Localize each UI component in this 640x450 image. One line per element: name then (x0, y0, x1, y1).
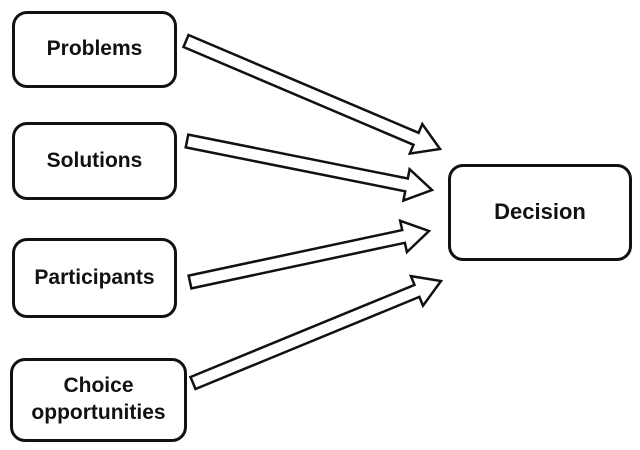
node-solutions: Solutions (12, 122, 177, 200)
node-participants-label: Participants (34, 265, 155, 289)
arrow-problems-to-decision (181, 33, 443, 156)
node-choice-opportunities-label: Choice opportunities (31, 374, 166, 424)
node-solutions-label: Solutions (46, 148, 143, 172)
arrow-choice-opportunities-to-decision (188, 274, 444, 391)
arrow-participants-to-decision (187, 218, 432, 290)
node-participants: Participants (12, 238, 177, 318)
node-decision-label: Decision (494, 199, 586, 225)
node-problems-label: Problems (46, 37, 143, 61)
node-decision: Decision (448, 164, 632, 261)
arrow-solutions-to-decision (184, 133, 435, 203)
node-choice-opportunities: Choice opportunities (10, 358, 187, 442)
node-problems: Problems (12, 11, 177, 88)
